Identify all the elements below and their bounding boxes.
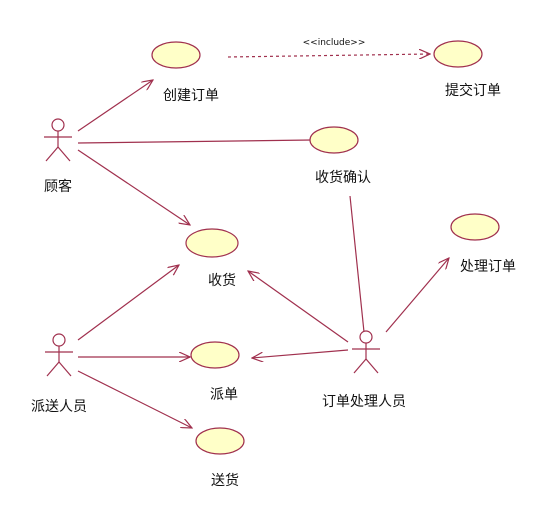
usecase-deliver-goods (195, 427, 245, 455)
actor-order-processor-label: 订单处理人员 (322, 394, 406, 410)
usecase-create-order-label: 创建订单 (163, 88, 219, 104)
usecase-process-order-label: 处理订单 (460, 259, 516, 275)
usecase-receive-goods (185, 228, 239, 258)
assoc-processor-dispatch-order (252, 349, 349, 358)
usecase-confirm-receipt (309, 126, 359, 154)
actor-customer-label: 顾客 (44, 178, 72, 195)
usecase-submit-order (433, 40, 483, 68)
include-label: <<include>> (303, 38, 366, 48)
usecase-create-order (151, 41, 201, 69)
include-relationship (227, 54, 430, 57)
actor-delivery-staff-figure (45, 333, 73, 377)
usecase-confirm-receipt-label: 收货确认 (315, 169, 371, 186)
usecase-deliver-goods-label: 送货 (211, 472, 239, 489)
assoc-delivery-receive-goods (77, 265, 179, 341)
usecase-dispatch-order (190, 341, 240, 369)
usecase-process-order (450, 213, 500, 241)
assoc-customer-confirm-receipt (77, 139, 313, 144)
assoc-delivery-deliver-goods (77, 370, 192, 428)
assoc-processor-receive-goods (248, 271, 349, 343)
usecase-submit-order-label: 提交订单 (445, 82, 501, 99)
assoc-customer-create-order (77, 80, 153, 132)
usecase-dispatch-order-label: 派单 (210, 387, 238, 403)
assoc-processor-process-order (385, 258, 449, 333)
assoc-processor-confirm-receipt (349, 195, 365, 333)
actor-order-processor-figure (352, 330, 380, 374)
assoc-customer-receive-goods (77, 149, 190, 225)
usecase-receive-goods-label: 收货 (208, 272, 236, 289)
actor-customer-figure (44, 118, 72, 162)
actor-delivery-staff-label: 派送人员 (31, 399, 87, 415)
